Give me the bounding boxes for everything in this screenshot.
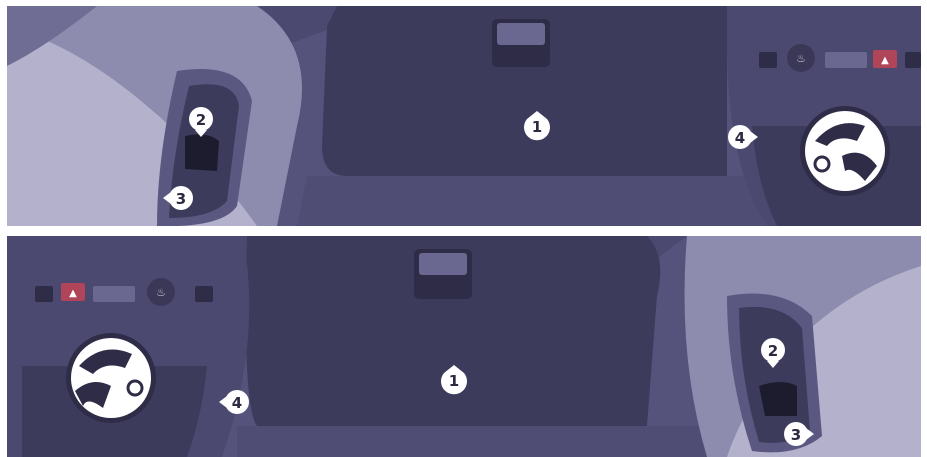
hazard-warning-icon: ▲ xyxy=(881,55,889,66)
top-dashboard-view: ♨ ▲ 1 2 3 4 xyxy=(7,6,921,226)
top-dashboard-illustration: ♨ ▲ 1 2 3 4 xyxy=(7,6,921,226)
glovebox-handle-highlight xyxy=(497,23,545,45)
lower-dash-strip xyxy=(237,426,707,457)
svg-text:3: 3 xyxy=(176,190,186,208)
door-handle-recess[interactable] xyxy=(185,134,219,171)
svg-text:3: 3 xyxy=(791,426,801,444)
bottom-dashboard-illustration: ▲ ♨ 1 2 3 xyxy=(7,236,921,457)
bottom-dashboard-view: ▲ ♨ 1 2 3 xyxy=(7,236,921,457)
switch-pair[interactable] xyxy=(825,52,867,68)
svg-text:1: 1 xyxy=(449,372,459,390)
switch-left[interactable] xyxy=(759,52,777,68)
seat-heater-icon: ♨ xyxy=(796,52,806,65)
door-handle-recess[interactable] xyxy=(759,382,797,416)
switch-right[interactable] xyxy=(905,52,921,68)
switch-left[interactable] xyxy=(35,286,53,302)
steering-wheel-airbag-icon xyxy=(805,111,885,191)
lower-dash-strip xyxy=(297,176,767,226)
seat-heater-icon: ♨ xyxy=(156,286,166,299)
glovebox-handle-highlight xyxy=(419,253,467,275)
switch-pair[interactable] xyxy=(93,286,135,302)
svg-text:2: 2 xyxy=(196,111,206,129)
switch-right[interactable] xyxy=(195,286,213,302)
svg-text:1: 1 xyxy=(532,118,542,136)
hazard-warning-icon: ▲ xyxy=(69,288,77,299)
svg-text:2: 2 xyxy=(768,342,778,360)
svg-text:4: 4 xyxy=(735,129,745,147)
svg-text:4: 4 xyxy=(232,394,242,412)
